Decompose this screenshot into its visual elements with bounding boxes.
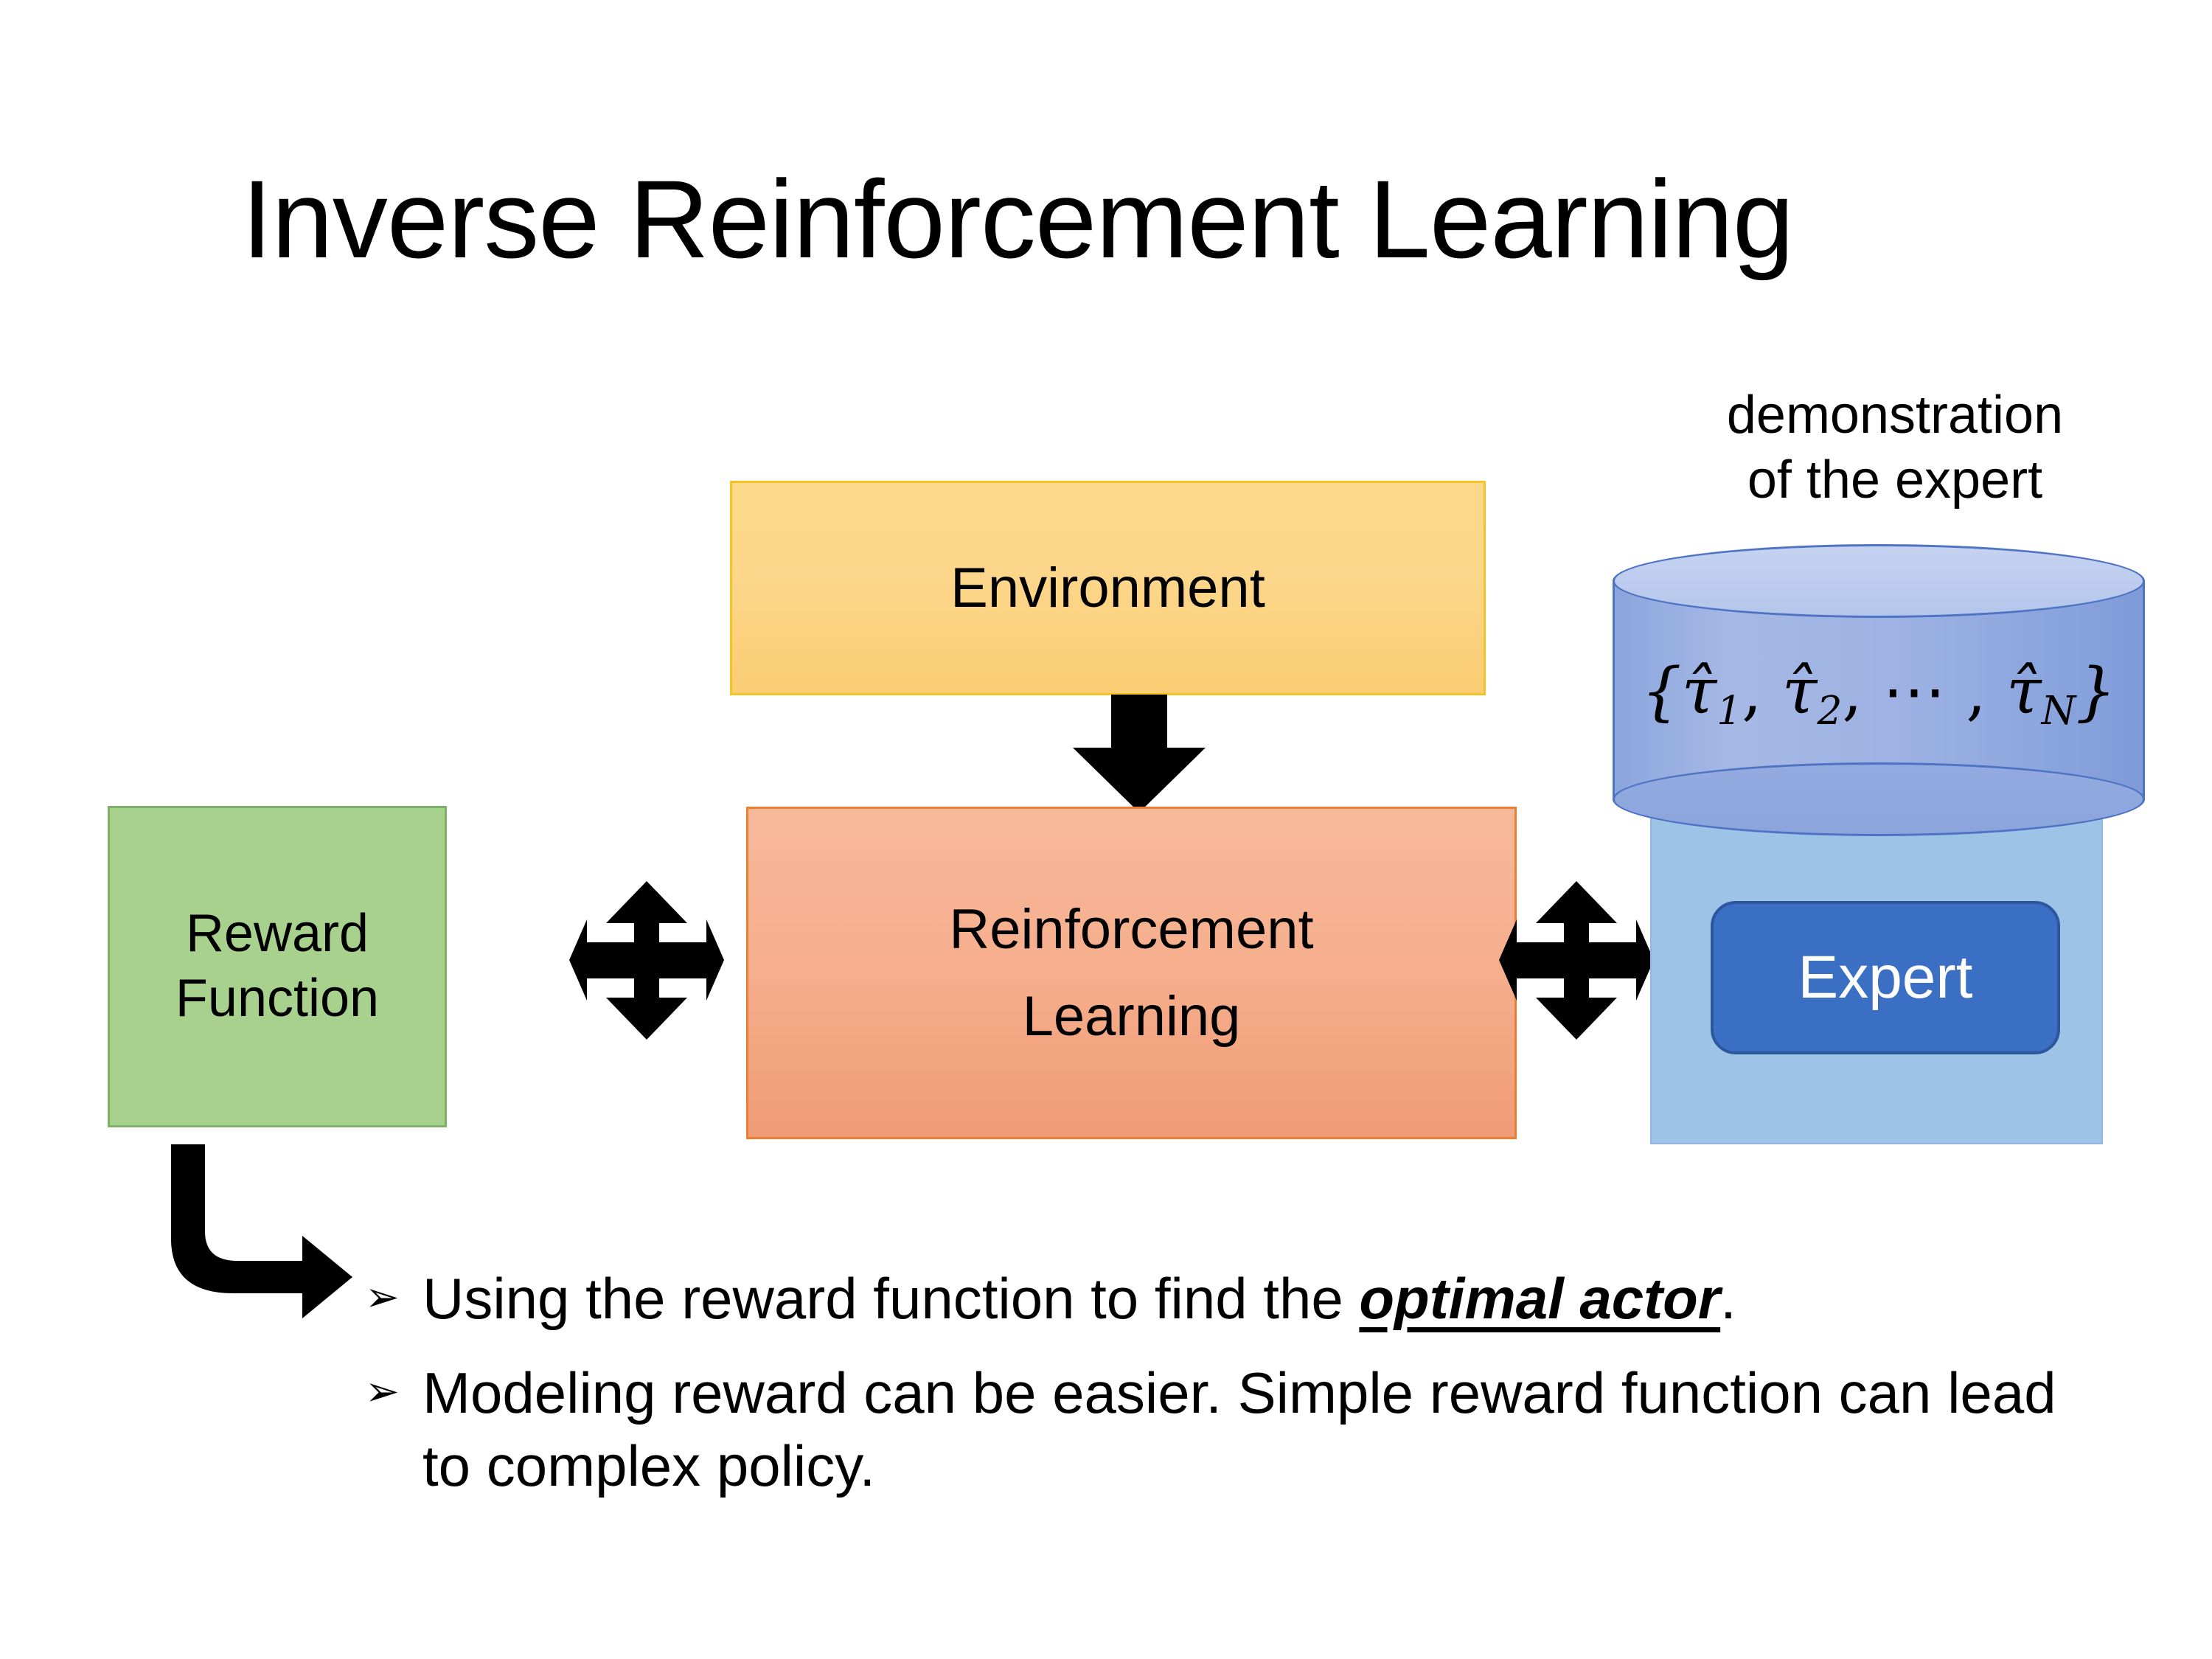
reward-function-label-line2: Function: [175, 969, 380, 1028]
bullet-1-prefix: Using the reward function to find the: [422, 1266, 1360, 1331]
formula-subscript-2: 2: [1817, 687, 1843, 734]
expert-box[interactable]: Expert: [1711, 901, 2060, 1054]
bullet-1-suffix: .: [1720, 1266, 1736, 1331]
four-way-arrow-icon-left: [569, 881, 724, 1040]
formula-separator-2: , ⋯ ,: [1842, 655, 2007, 728]
bullet-arrow-icon: ➢: [365, 1368, 400, 1416]
list-item: ➢ Modeling reward can be easier. Simple …: [365, 1357, 2061, 1502]
elbow-arrow-icon: [171, 1144, 385, 1358]
bullet-text-2: Modeling reward can be easier. Simple re…: [422, 1360, 2056, 1498]
reinforcement-learning-label-line1: Reinforcement: [949, 897, 1314, 961]
demonstration-caption: demonstration of the expert: [1622, 383, 2168, 513]
reinforcement-learning-box[interactable]: Reinforcement Learning: [746, 807, 1517, 1139]
cylinder-top-ellipse: [1613, 544, 2145, 618]
arrow-down-icon: [1073, 695, 1206, 813]
formula-open-brace: {: [1641, 655, 1682, 728]
formula-tau-1: τ̂: [1681, 655, 1717, 728]
reinforcement-learning-label-line2: Learning: [1022, 984, 1241, 1048]
formula-separator-1: ,: [1742, 655, 1782, 728]
reward-function-box[interactable]: Reward Function: [108, 806, 447, 1127]
page-title: Inverse Reinforcement Learning: [241, 157, 1795, 281]
environment-label: Environment: [950, 556, 1265, 619]
bullet-arrow-icon: ➢: [365, 1273, 400, 1321]
bullet-1-emphasis: optimal actor: [1359, 1266, 1721, 1331]
four-way-arrow-icon-right: [1499, 881, 1654, 1040]
trajectory-set-formula: {τ̂1, τ̂2, ⋯ , τ̂N}: [1613, 655, 2145, 734]
reward-function-label-line1: Reward: [185, 904, 369, 964]
formula-tau-2: τ̂: [1781, 655, 1818, 728]
formula-subscript-n: N: [2041, 687, 2076, 734]
formula-subscript-1: 1: [1717, 687, 1742, 734]
expert-label: Expert: [1798, 944, 1973, 1011]
formula-close-brace: }: [2076, 655, 2117, 728]
list-item: ➢ Using the reward function to find the …: [365, 1262, 2061, 1335]
cylinder-bottom-ellipse: [1613, 762, 2145, 836]
bullet-list: ➢ Using the reward function to find the …: [365, 1262, 2061, 1524]
demonstration-caption-line2: of the expert: [1747, 450, 2043, 509]
bullet-text-1: Using the reward function to find the op…: [422, 1262, 2061, 1335]
environment-box[interactable]: Environment: [730, 481, 1486, 695]
demonstration-caption-line1: demonstration: [1726, 386, 2064, 445]
formula-tau-n: τ̂: [2006, 655, 2042, 728]
demonstration-cylinder[interactable]: {τ̂1, τ̂2, ⋯ , τ̂N}: [1613, 544, 2145, 836]
